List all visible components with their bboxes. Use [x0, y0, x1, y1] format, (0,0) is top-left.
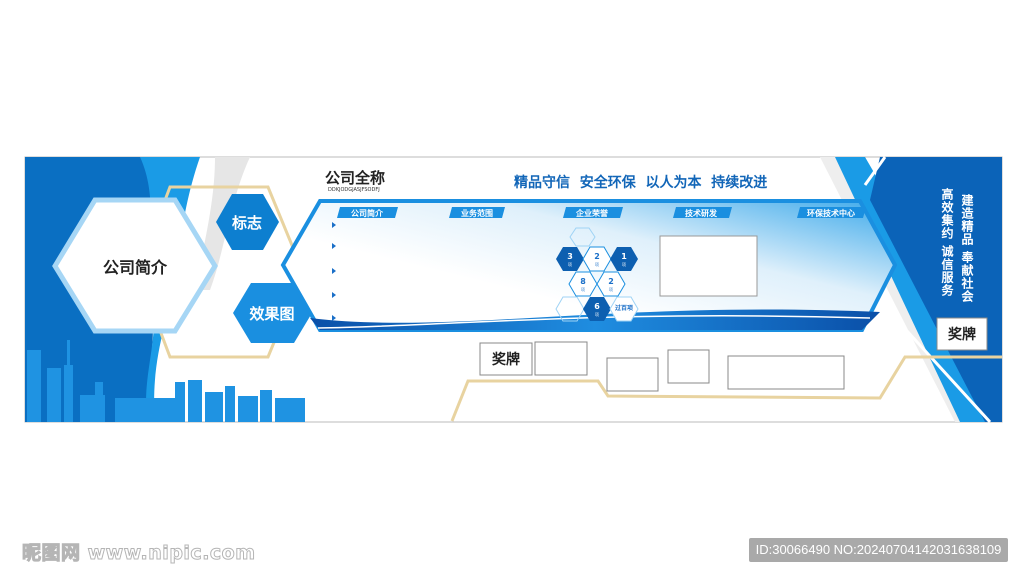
honor-unit: 项 [609, 286, 613, 292]
intro-hexagon [52, 197, 218, 334]
render-hexagon [233, 283, 312, 343]
intro-hex-label: 公司简介 [103, 258, 168, 277]
tab-label: 技术研发 [685, 208, 718, 218]
tab-business-scope [449, 207, 505, 218]
bottom-medal-box [479, 342, 533, 376]
logo-hex-label: 标志 [231, 214, 262, 232]
bottom-medal-label: 奖牌 [492, 351, 520, 368]
honor-hex [556, 247, 584, 271]
display-box [727, 355, 845, 390]
city-skyline [27, 340, 305, 422]
honor-value: 8 [580, 277, 586, 286]
image-id-badge: ID:30066490 NO:20240704142031638109 [749, 538, 1008, 562]
honor-value: 3 [567, 252, 573, 261]
logo-hexagon [216, 194, 279, 250]
watermark: 昵图网 www.nipic.com [22, 542, 256, 565]
slogan: 精品守信 安全环保 以人为本 持续改进 [514, 174, 767, 191]
tab-label: 业务范围 [461, 208, 493, 218]
right-medal-box [936, 317, 988, 351]
right-slogan-col1: 高效集约 诚信服务 [940, 187, 954, 298]
honor-unit: 项 [581, 286, 585, 292]
display-box [606, 357, 659, 392]
tab-label: 环保技术中心 [807, 208, 855, 218]
wave-line [317, 315, 871, 329]
honor-unit: 项 [595, 261, 599, 267]
honor-unit: 项 [568, 261, 572, 267]
tab-rnd [673, 207, 732, 218]
honor-value: 2 [594, 252, 600, 261]
honor-value: 过百项 [615, 304, 633, 312]
right-slogan-col2: 建造精品 奉献社会 [960, 193, 974, 304]
right-medal-label: 奖牌 [948, 326, 976, 343]
tab-company-intro [337, 207, 398, 218]
honor-unit: 项 [622, 261, 626, 267]
display-box [534, 341, 588, 376]
tab-honors [563, 207, 623, 218]
section-tabs: 公司简介 业务范围 企业荣誉 技术研发 环保技术中心 [337, 207, 866, 218]
image-placeholder [659, 235, 758, 297]
render-hex-label: 效果图 [249, 305, 294, 323]
gold-line [450, 355, 1002, 422]
honor-value: 6 [594, 302, 600, 311]
tab-env-center [797, 207, 866, 218]
honor-unit: 项 [595, 311, 599, 317]
honor-value: 2 [608, 277, 614, 286]
company-subtitle: DDKJODGJASJFSODFJ [328, 187, 380, 193]
honor-value: 1 [621, 252, 627, 261]
company-name: 公司全称 [325, 169, 385, 187]
bullet-icons [332, 222, 336, 321]
display-box [667, 349, 710, 384]
tab-label: 公司简介 [351, 208, 384, 218]
honors-cluster: 3 项 2 项 1 项 8 项 2 项 6 项 过百项 [555, 227, 639, 322]
tab-label: 企业荣誉 [575, 208, 609, 218]
